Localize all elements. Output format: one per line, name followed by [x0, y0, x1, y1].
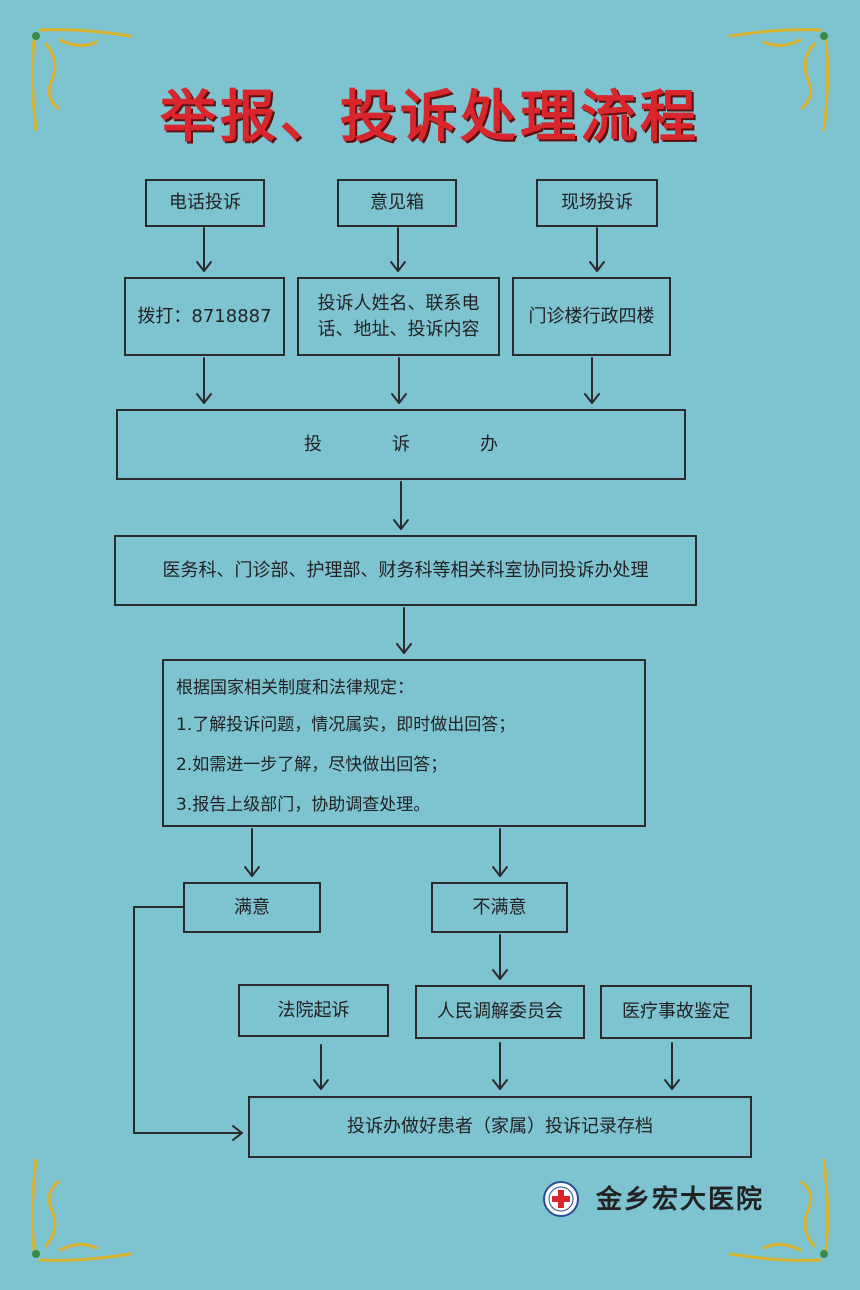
complaint-office-char: 诉 — [392, 433, 410, 455]
departments-label: 医务科、门诊部、护理部、财务科等相关科室协同投诉办处理 — [162, 559, 649, 581]
rules-box: 根据国家相关制度和法律规定： 1.了解投诉问题，情况属实，即时做出回答； 2.如… — [162, 659, 646, 827]
medical-appraisal-label: 医疗事故鉴定 — [622, 1001, 730, 1022]
phone-complaint-box: 电话投诉 — [145, 179, 265, 227]
mediation-box: 人民调解委员会 — [415, 985, 585, 1039]
suggestion-info-box: 投诉人姓名、联系电话、地址、投诉内容 — [297, 277, 500, 356]
satisfied-box: 满意 — [183, 882, 321, 933]
medical-appraisal-box: 医疗事故鉴定 — [600, 985, 752, 1039]
court-label: 法院起诉 — [277, 999, 350, 1021]
departments-box: 医务科、门诊部、护理部、财务科等相关科室协同投诉办处理 — [114, 535, 697, 606]
mediation-label: 人民调解委员会 — [437, 1001, 563, 1022]
satisfied-label: 满意 — [234, 896, 270, 918]
complaint-office-char: 办 — [480, 433, 498, 455]
hospital-name: 金乡宏大医院 — [596, 1185, 765, 1215]
unsatisfied-box: 不满意 — [431, 882, 568, 933]
onsite-complaint-box: 现场投诉 — [536, 179, 658, 227]
rule-item: 3.报告上级部门，协助调查处理。 — [176, 795, 431, 815]
page-title: 举报、投诉处理流程 — [160, 84, 700, 150]
phone-number-label: 拨打：8718887 — [137, 305, 272, 327]
archive-label: 投诉办做好患者（家属）投诉记录存档 — [347, 1116, 653, 1137]
suggestion-box-label: 意见箱 — [370, 192, 424, 213]
phone-complaint-label: 电话投诉 — [169, 192, 241, 213]
onsite-complaint-label: 现场投诉 — [561, 192, 633, 213]
suggestion-box-box: 意见箱 — [337, 179, 457, 227]
complaint-office-box: 投 诉 办 — [116, 409, 686, 480]
onsite-location-label: 门诊楼行政四楼 — [528, 305, 655, 327]
phone-number-box: 拨打：8718887 — [124, 277, 285, 356]
archive-box: 投诉办做好患者（家属）投诉记录存档 — [248, 1096, 752, 1158]
hospital-logo-icon — [543, 1181, 579, 1217]
onsite-location-box: 门诊楼行政四楼 — [512, 277, 671, 356]
rule-item: 1.了解投诉问题，情况属实，即时做出回答； — [176, 715, 516, 735]
unsatisfied-label: 不满意 — [472, 896, 527, 918]
rule-item: 2.如需进一步了解，尽快做出回答； — [176, 755, 448, 775]
rules-heading: 根据国家相关制度和法律规定： — [176, 678, 414, 698]
suggestion-info-label: 投诉人姓名、联系电话、地址、投诉内容 — [317, 292, 480, 340]
court-box: 法院起诉 — [238, 984, 389, 1037]
complaint-office-char: 投 — [304, 433, 322, 455]
arrow — [133, 906, 243, 1134]
